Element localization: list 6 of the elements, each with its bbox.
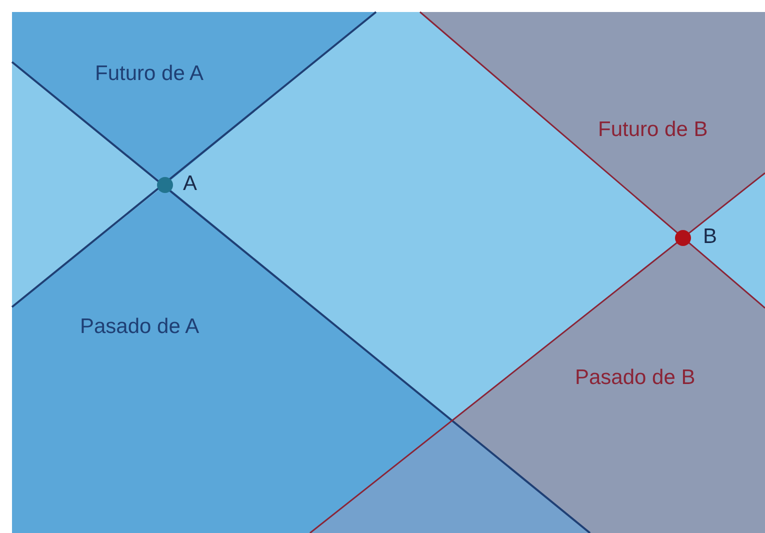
region-label: Pasado de A <box>80 315 200 339</box>
point-label: A <box>183 172 198 196</box>
region-label: Pasado de B <box>575 366 696 390</box>
region-label: Futuro de A <box>95 62 204 86</box>
region-label: Futuro de B <box>598 118 708 142</box>
point-label: B <box>703 225 718 249</box>
